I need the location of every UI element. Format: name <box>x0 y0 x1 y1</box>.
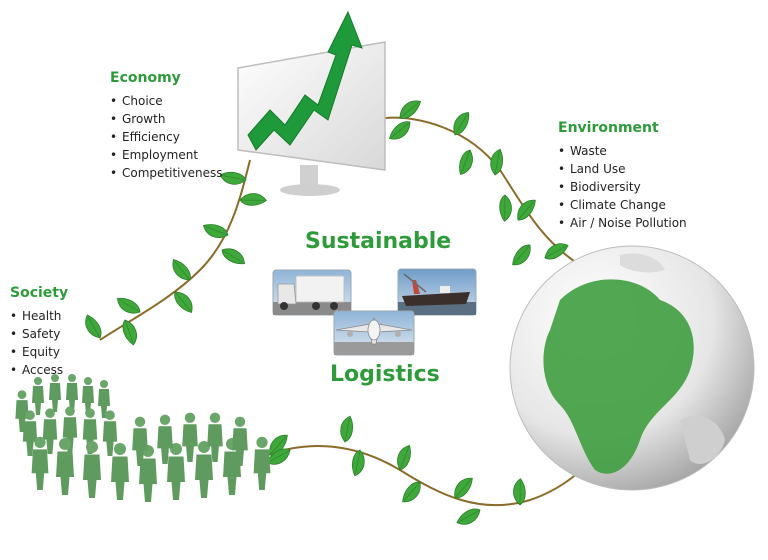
environment-list: Waste Land Use Biodiversity Climate Chan… <box>558 142 687 232</box>
title-logistics: Logistics <box>330 362 440 387</box>
vine-society-environment <box>254 414 601 528</box>
society-block: Society Health Safety Equity Access <box>10 285 68 379</box>
ship-icon <box>397 268 477 316</box>
environment-item: Land Use <box>558 160 687 178</box>
vine-economy-environment <box>384 96 581 269</box>
vine-economy-society <box>82 159 268 347</box>
title-sustainable: Sustainable <box>305 229 452 254</box>
environment-heading: Environment <box>558 120 659 136</box>
society-item: Access <box>10 361 68 379</box>
globe-icon <box>509 245 755 491</box>
society-item: Health <box>10 307 68 325</box>
economy-heading: Economy <box>110 70 181 86</box>
economy-item: Employment <box>110 146 222 164</box>
environment-item: Air / Noise Pollution <box>558 214 687 232</box>
environment-block: Environment Waste Land Use Biodiversity … <box>558 120 687 232</box>
people-crowd-icon <box>15 374 271 502</box>
economy-item: Growth <box>110 110 222 128</box>
truck-icon <box>272 269 352 316</box>
economy-item: Competitiveness <box>110 164 222 182</box>
growth-chart-icon <box>237 10 386 196</box>
economy-block: Economy Choice Growth Efficiency Employm… <box>110 70 222 182</box>
environment-item: Biodiversity <box>558 178 687 196</box>
society-item: Equity <box>10 343 68 361</box>
economy-item: Efficiency <box>110 128 222 146</box>
airplane-icon <box>333 310 415 356</box>
society-heading: Society <box>10 285 69 301</box>
economy-item: Choice <box>110 92 222 110</box>
environment-item: Waste <box>558 142 687 160</box>
environment-item: Climate Change <box>558 196 687 214</box>
society-item: Safety <box>10 325 68 343</box>
economy-list: Choice Growth Efficiency Employment Comp… <box>110 92 222 182</box>
society-list: Health Safety Equity Access <box>10 307 68 379</box>
